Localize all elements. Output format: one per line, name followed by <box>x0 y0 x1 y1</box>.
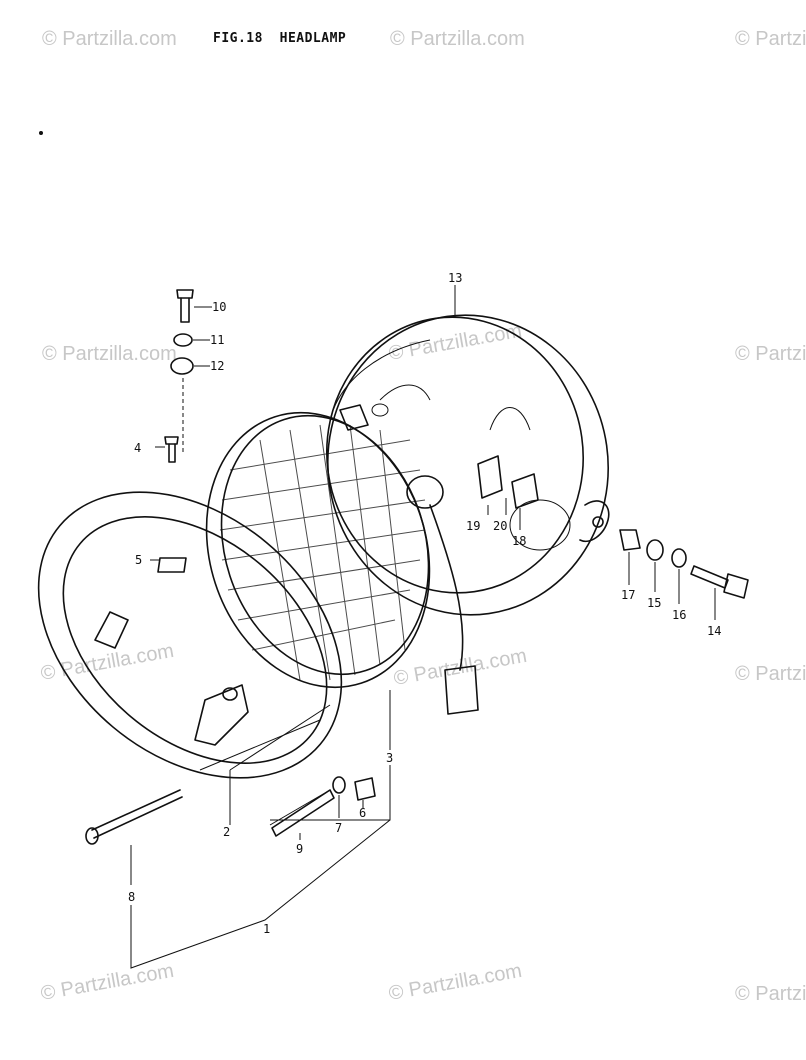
callout-2: 2 <box>223 825 230 839</box>
sealed-beam-unit <box>205 411 431 689</box>
watermark: © Partzilla.com <box>42 28 177 50</box>
callout-5: 5 <box>135 553 142 567</box>
watermark: © Partzilla.com <box>387 960 524 1005</box>
watermark: © Partzilla.com <box>42 343 177 365</box>
leader-lines <box>130 285 716 969</box>
watermark: © Partzilla.com <box>39 960 176 1005</box>
headlamp-rim <box>37 491 343 779</box>
callout-11: 11 <box>210 333 224 347</box>
callout-9: 9 <box>296 842 303 856</box>
callout-14: 14 <box>707 624 721 638</box>
figure-title: FIG.18 HEADLAMP <box>213 31 347 46</box>
callout-20: 20 <box>493 519 507 533</box>
callout-17: 17 <box>621 588 635 602</box>
callout-18: 18 <box>512 534 526 548</box>
watermark: © Partzilla.com <box>735 28 806 50</box>
callout-7: 7 <box>335 821 342 835</box>
small-parts <box>85 289 749 845</box>
callout-13: 13 <box>448 271 462 285</box>
callout-4: 4 <box>134 441 141 455</box>
callout-6: 6 <box>359 806 366 820</box>
callout-8: 8 <box>128 890 135 904</box>
callout-10: 10 <box>212 300 226 314</box>
watermark: © Partzilla.com <box>390 28 525 50</box>
stray-mark <box>39 131 43 135</box>
callout-1: 1 <box>263 922 270 936</box>
watermark: © Partzilla.com <box>735 663 806 685</box>
headlamp-housing <box>325 314 610 715</box>
callout-12: 12 <box>210 359 224 373</box>
callout-19: 19 <box>466 519 480 533</box>
watermark: © Partzilla.com <box>735 983 806 1005</box>
callout-15: 15 <box>647 596 661 610</box>
callout-3: 3 <box>386 751 393 765</box>
callout-16: 16 <box>672 608 686 622</box>
watermark: © Partzilla.com <box>735 343 806 365</box>
callout-numbers: 1 2 3 4 5 6 7 8 9 10 11 12 13 14 15 16 1… <box>128 271 721 936</box>
